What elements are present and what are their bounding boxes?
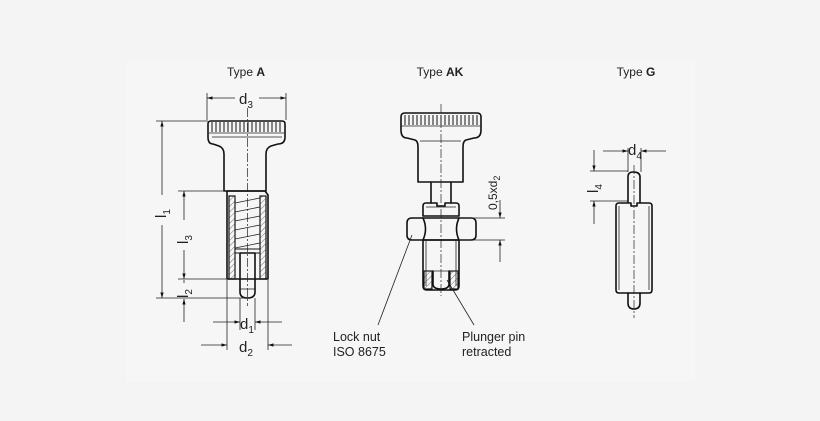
svg-text:Plunger pin: Plunger pin bbox=[462, 330, 525, 344]
svg-text:d2: d2 bbox=[239, 339, 253, 359]
svg-text:l1: l1 bbox=[153, 209, 173, 218]
shaft-type-ak bbox=[430, 181, 452, 204]
svg-text:Lock nut: Lock nut bbox=[333, 330, 381, 344]
dimension-l3: l3 bbox=[175, 190, 227, 280]
dimension-half-d2: 0,5xd2 bbox=[459, 176, 505, 262]
view-title-type-a: Type A bbox=[227, 65, 265, 79]
dimension-d3: d3 bbox=[206, 91, 287, 120]
dimension-d1: d1 bbox=[213, 298, 282, 336]
svg-text:d1: d1 bbox=[240, 316, 254, 336]
knob-type-a bbox=[207, 120, 286, 192]
view-type-ak: Type AK bbox=[333, 65, 525, 359]
drawing-panel bbox=[126, 61, 695, 381]
dimension-d4: d4 bbox=[603, 142, 666, 172]
callout-plunger-pin: Plunger pin retracted bbox=[446, 279, 525, 359]
dimension-d2: d2 bbox=[201, 280, 292, 359]
svg-text:l4: l4 bbox=[585, 184, 605, 193]
dimension-l1: l1 bbox=[153, 120, 246, 299]
dimension-l2: l2 bbox=[175, 280, 195, 322]
svg-text:ISO 8675: ISO 8675 bbox=[333, 345, 386, 359]
svg-text:l2: l2 bbox=[175, 289, 195, 298]
view-title-type-ak: Type AK bbox=[417, 65, 464, 79]
view-title-type-g: Type G bbox=[617, 65, 656, 79]
svg-text:l3: l3 bbox=[175, 235, 195, 244]
dimension-l4: l4 bbox=[585, 150, 628, 224]
svg-text:d3: d3 bbox=[239, 91, 253, 111]
view-type-g: Type G d4 l4 bbox=[585, 65, 666, 318]
svg-text:retracted: retracted bbox=[462, 345, 511, 359]
body-type-a bbox=[226, 190, 269, 299]
callout-lock-nut: Lock nut ISO 8675 bbox=[333, 234, 413, 359]
svg-text:d4: d4 bbox=[628, 142, 642, 162]
svg-text:0,5xd2: 0,5xd2 bbox=[486, 176, 502, 210]
view-type-a: Type A bbox=[153, 65, 292, 359]
